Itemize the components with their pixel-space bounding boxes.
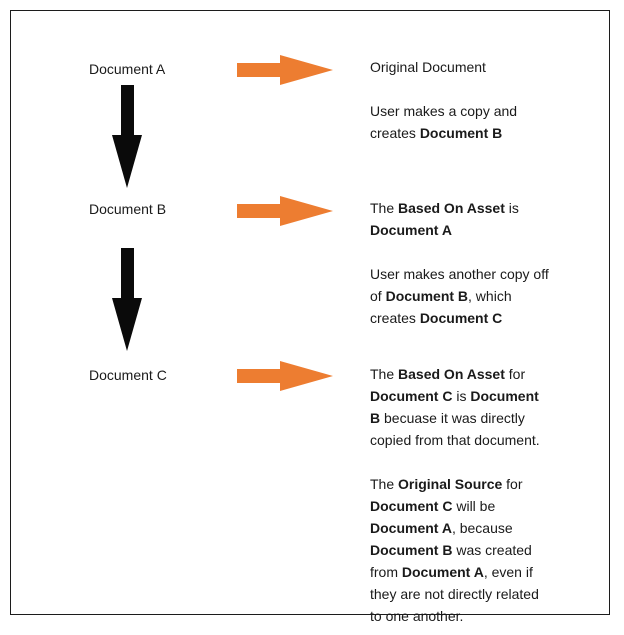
- text-line: The Based On Asset is: [370, 197, 549, 219]
- text-line: to one another.: [370, 605, 540, 627]
- text-segment: will be: [452, 498, 496, 514]
- bold-text-segment: Document B: [385, 288, 469, 304]
- bold-text-segment: B: [370, 410, 381, 426]
- text-segment: The: [370, 200, 399, 216]
- bold-text-segment: Document B: [370, 542, 453, 558]
- bold-text-segment: Document B: [419, 125, 503, 141]
- text-segment: User makes a copy and: [370, 103, 518, 119]
- right-arrow-icon: [237, 196, 333, 226]
- right-arrow-shaft: [237, 369, 280, 383]
- bold-text-segment: Based On Asset: [398, 366, 505, 382]
- bold-text-segment: Document C: [370, 388, 453, 404]
- text-segment: Original Document: [370, 59, 486, 75]
- right-arrow-head: [280, 361, 333, 391]
- text-line: B becuase it was directly: [370, 407, 540, 429]
- blank-line: [370, 78, 517, 100]
- down-arrow-icon: [112, 248, 142, 351]
- text-line: Document C will be: [370, 495, 540, 517]
- bold-text-segment: Original Source: [398, 476, 503, 492]
- bold-text-segment: Document A: [370, 520, 452, 536]
- right-arrow-head: [280, 55, 333, 85]
- text-line: Document A: [370, 219, 549, 241]
- bold-text-segment: Document A: [401, 564, 484, 580]
- text-segment: , even if: [483, 564, 533, 580]
- text-line: The Original Source for: [370, 473, 540, 495]
- text-segment: for: [502, 476, 523, 492]
- text-segment: creates: [370, 310, 420, 326]
- text-line: they are not directly related: [370, 583, 540, 605]
- text-segment: is: [504, 200, 519, 216]
- down-arrow-shaft: [120, 85, 134, 135]
- text-segment: , because: [451, 520, 513, 536]
- text-line: creates Document B: [370, 122, 517, 144]
- text-segment: from: [370, 564, 402, 580]
- text-line: Document C is Document: [370, 385, 540, 407]
- text-segment: , which: [468, 288, 512, 304]
- bold-text-segment: Document C: [370, 498, 453, 514]
- text-line: from Document A, even if: [370, 561, 540, 583]
- text-line: creates Document C: [370, 307, 549, 329]
- node-label-document-b: Document B: [89, 201, 167, 217]
- right-arrow-head: [280, 196, 333, 226]
- down-arrow-icon: [112, 85, 142, 188]
- text-segment: The: [370, 366, 399, 382]
- diagram-border: [10, 10, 610, 615]
- down-arrow-head: [112, 135, 142, 188]
- text-segment: User makes another copy off: [370, 266, 549, 282]
- text-segment: creates: [370, 125, 420, 141]
- text-segment: becuase it was directly: [380, 410, 525, 426]
- text-segment: The: [370, 476, 399, 492]
- text-segment: was created: [452, 542, 532, 558]
- text-line: Original Document: [370, 56, 517, 78]
- down-arrow-shaft: [120, 248, 134, 298]
- bold-text-segment: Based On Asset: [398, 200, 505, 216]
- bold-text-segment: Document: [470, 388, 539, 404]
- down-arrow-head: [112, 298, 142, 351]
- node-label-document-a: Document A: [89, 61, 166, 77]
- text-line: of Document B, which: [370, 285, 549, 307]
- text-segment: they are not directly related: [370, 586, 539, 602]
- text-line: Document B was created: [370, 539, 540, 561]
- text-segment: for: [504, 366, 526, 382]
- text-segment: is: [452, 388, 471, 404]
- text-segment: to one another.: [370, 608, 464, 624]
- bold-text-segment: Document A: [370, 222, 452, 238]
- text-line: copied from that document.: [370, 429, 540, 451]
- text-line: User makes a copy and: [370, 100, 517, 122]
- right-arrow-icon: [237, 361, 333, 391]
- text-line: Document A, because: [370, 517, 540, 539]
- right-arrow-shaft: [237, 204, 280, 218]
- text-line: User makes another copy off: [370, 263, 549, 285]
- text-line: The Based On Asset for: [370, 363, 540, 385]
- text-segment: of: [370, 288, 386, 304]
- bold-text-segment: Document C: [419, 310, 503, 326]
- blank-line: [370, 451, 540, 473]
- node-label-document-c: Document C: [89, 367, 167, 383]
- text-segment: copied from that document.: [370, 432, 540, 448]
- right-arrow-icon: [237, 55, 333, 85]
- blank-line: [370, 241, 549, 263]
- right-arrow-shaft: [237, 63, 280, 77]
